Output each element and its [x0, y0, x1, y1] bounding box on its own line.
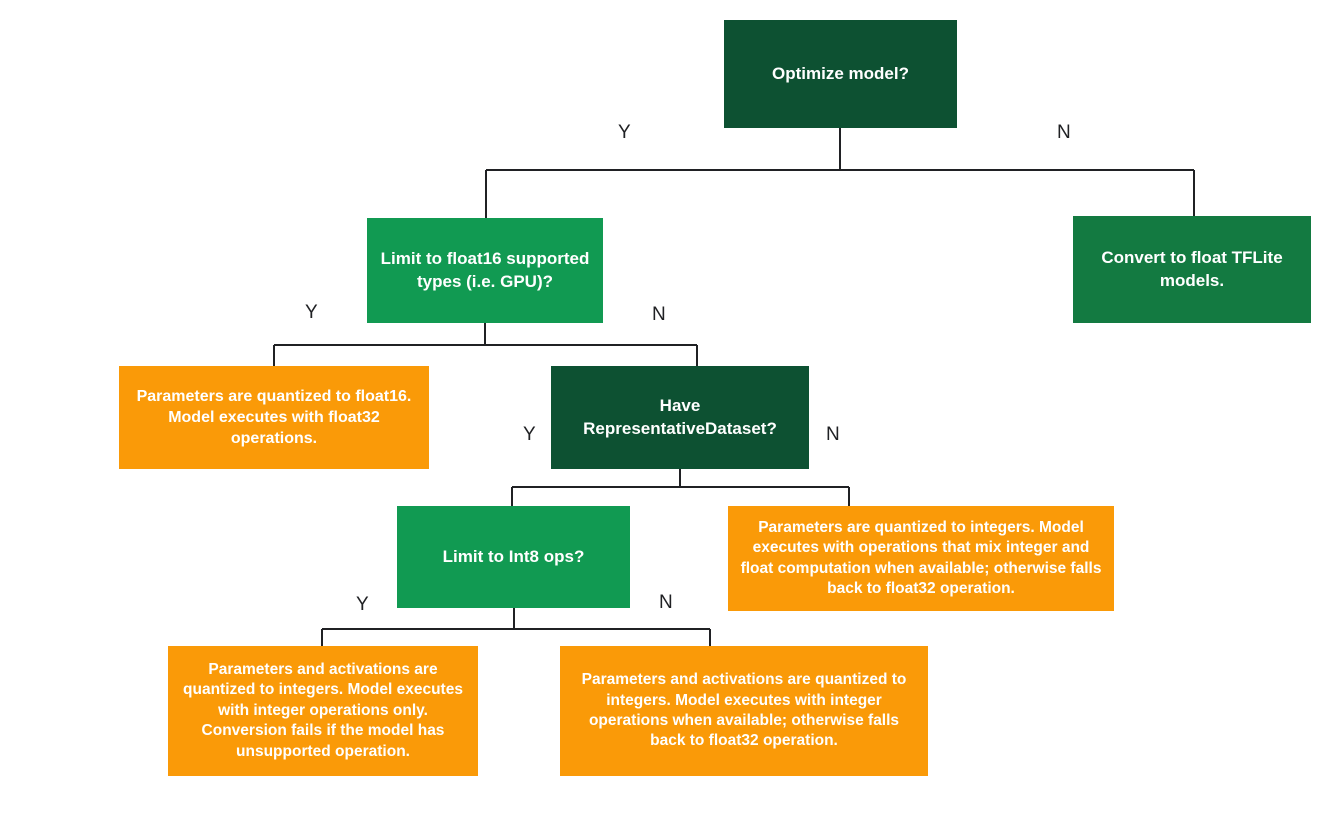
- node-convert-float-tflite[interactable]: Convert to float TFLite models.: [1073, 216, 1311, 323]
- node-have-representative-dataset[interactable]: Have RepresentativeDataset?: [551, 366, 809, 469]
- edge-label-optimize-yes: Y: [618, 122, 631, 143]
- node-integer-fallback-outcome[interactable]: Parameters and activations are quantized…: [560, 646, 928, 776]
- node-label-convert-float-tflite: Convert to float TFLite models.: [1101, 248, 1283, 290]
- node-label-float16-outcome: Parameters are quantized to float16. Mod…: [136, 387, 412, 448]
- node-label-limit-int8-ops: Limit to Int8 ops?: [442, 546, 585, 566]
- node-float16-outcome[interactable]: Parameters are quantized to float16. Mod…: [119, 366, 429, 469]
- node-label-integer-only-outcome: Parameters and activations are quantized…: [183, 660, 463, 760]
- node-label-have-representative-dataset: Have RepresentativeDataset?: [583, 396, 777, 438]
- edge-label-int8-yes: Y: [356, 594, 369, 615]
- node-limit-float16[interactable]: Limit to float16 supported types (i.e. G…: [367, 218, 603, 323]
- edge-label-float16-yes: Y: [305, 302, 318, 323]
- node-integer-only-outcome[interactable]: Parameters and activations are quantized…: [168, 646, 478, 776]
- node-mixed-integer-float-outcome[interactable]: Parameters are quantized to integers. Mo…: [728, 506, 1114, 611]
- node-label-integer-fallback-outcome: Parameters and activations are quantized…: [581, 671, 907, 750]
- edge-label-int8-no: N: [659, 592, 673, 613]
- edge-label-float16-no: N: [652, 304, 666, 325]
- node-label-optimize-model: Optimize model?: [772, 63, 909, 83]
- node-optimize-model[interactable]: Optimize model?: [724, 20, 957, 128]
- edge-label-representative-yes: Y: [523, 424, 536, 445]
- node-label-limit-float16: Limit to float16 supported types (i.e. G…: [380, 249, 590, 291]
- edge-label-optimize-no: N: [1057, 122, 1071, 143]
- edge-label-representative-no: N: [826, 424, 840, 445]
- node-label-mixed-integer-float-outcome: Parameters are quantized to integers. Mo…: [740, 518, 1102, 597]
- node-limit-int8-ops[interactable]: Limit to Int8 ops?: [397, 506, 630, 608]
